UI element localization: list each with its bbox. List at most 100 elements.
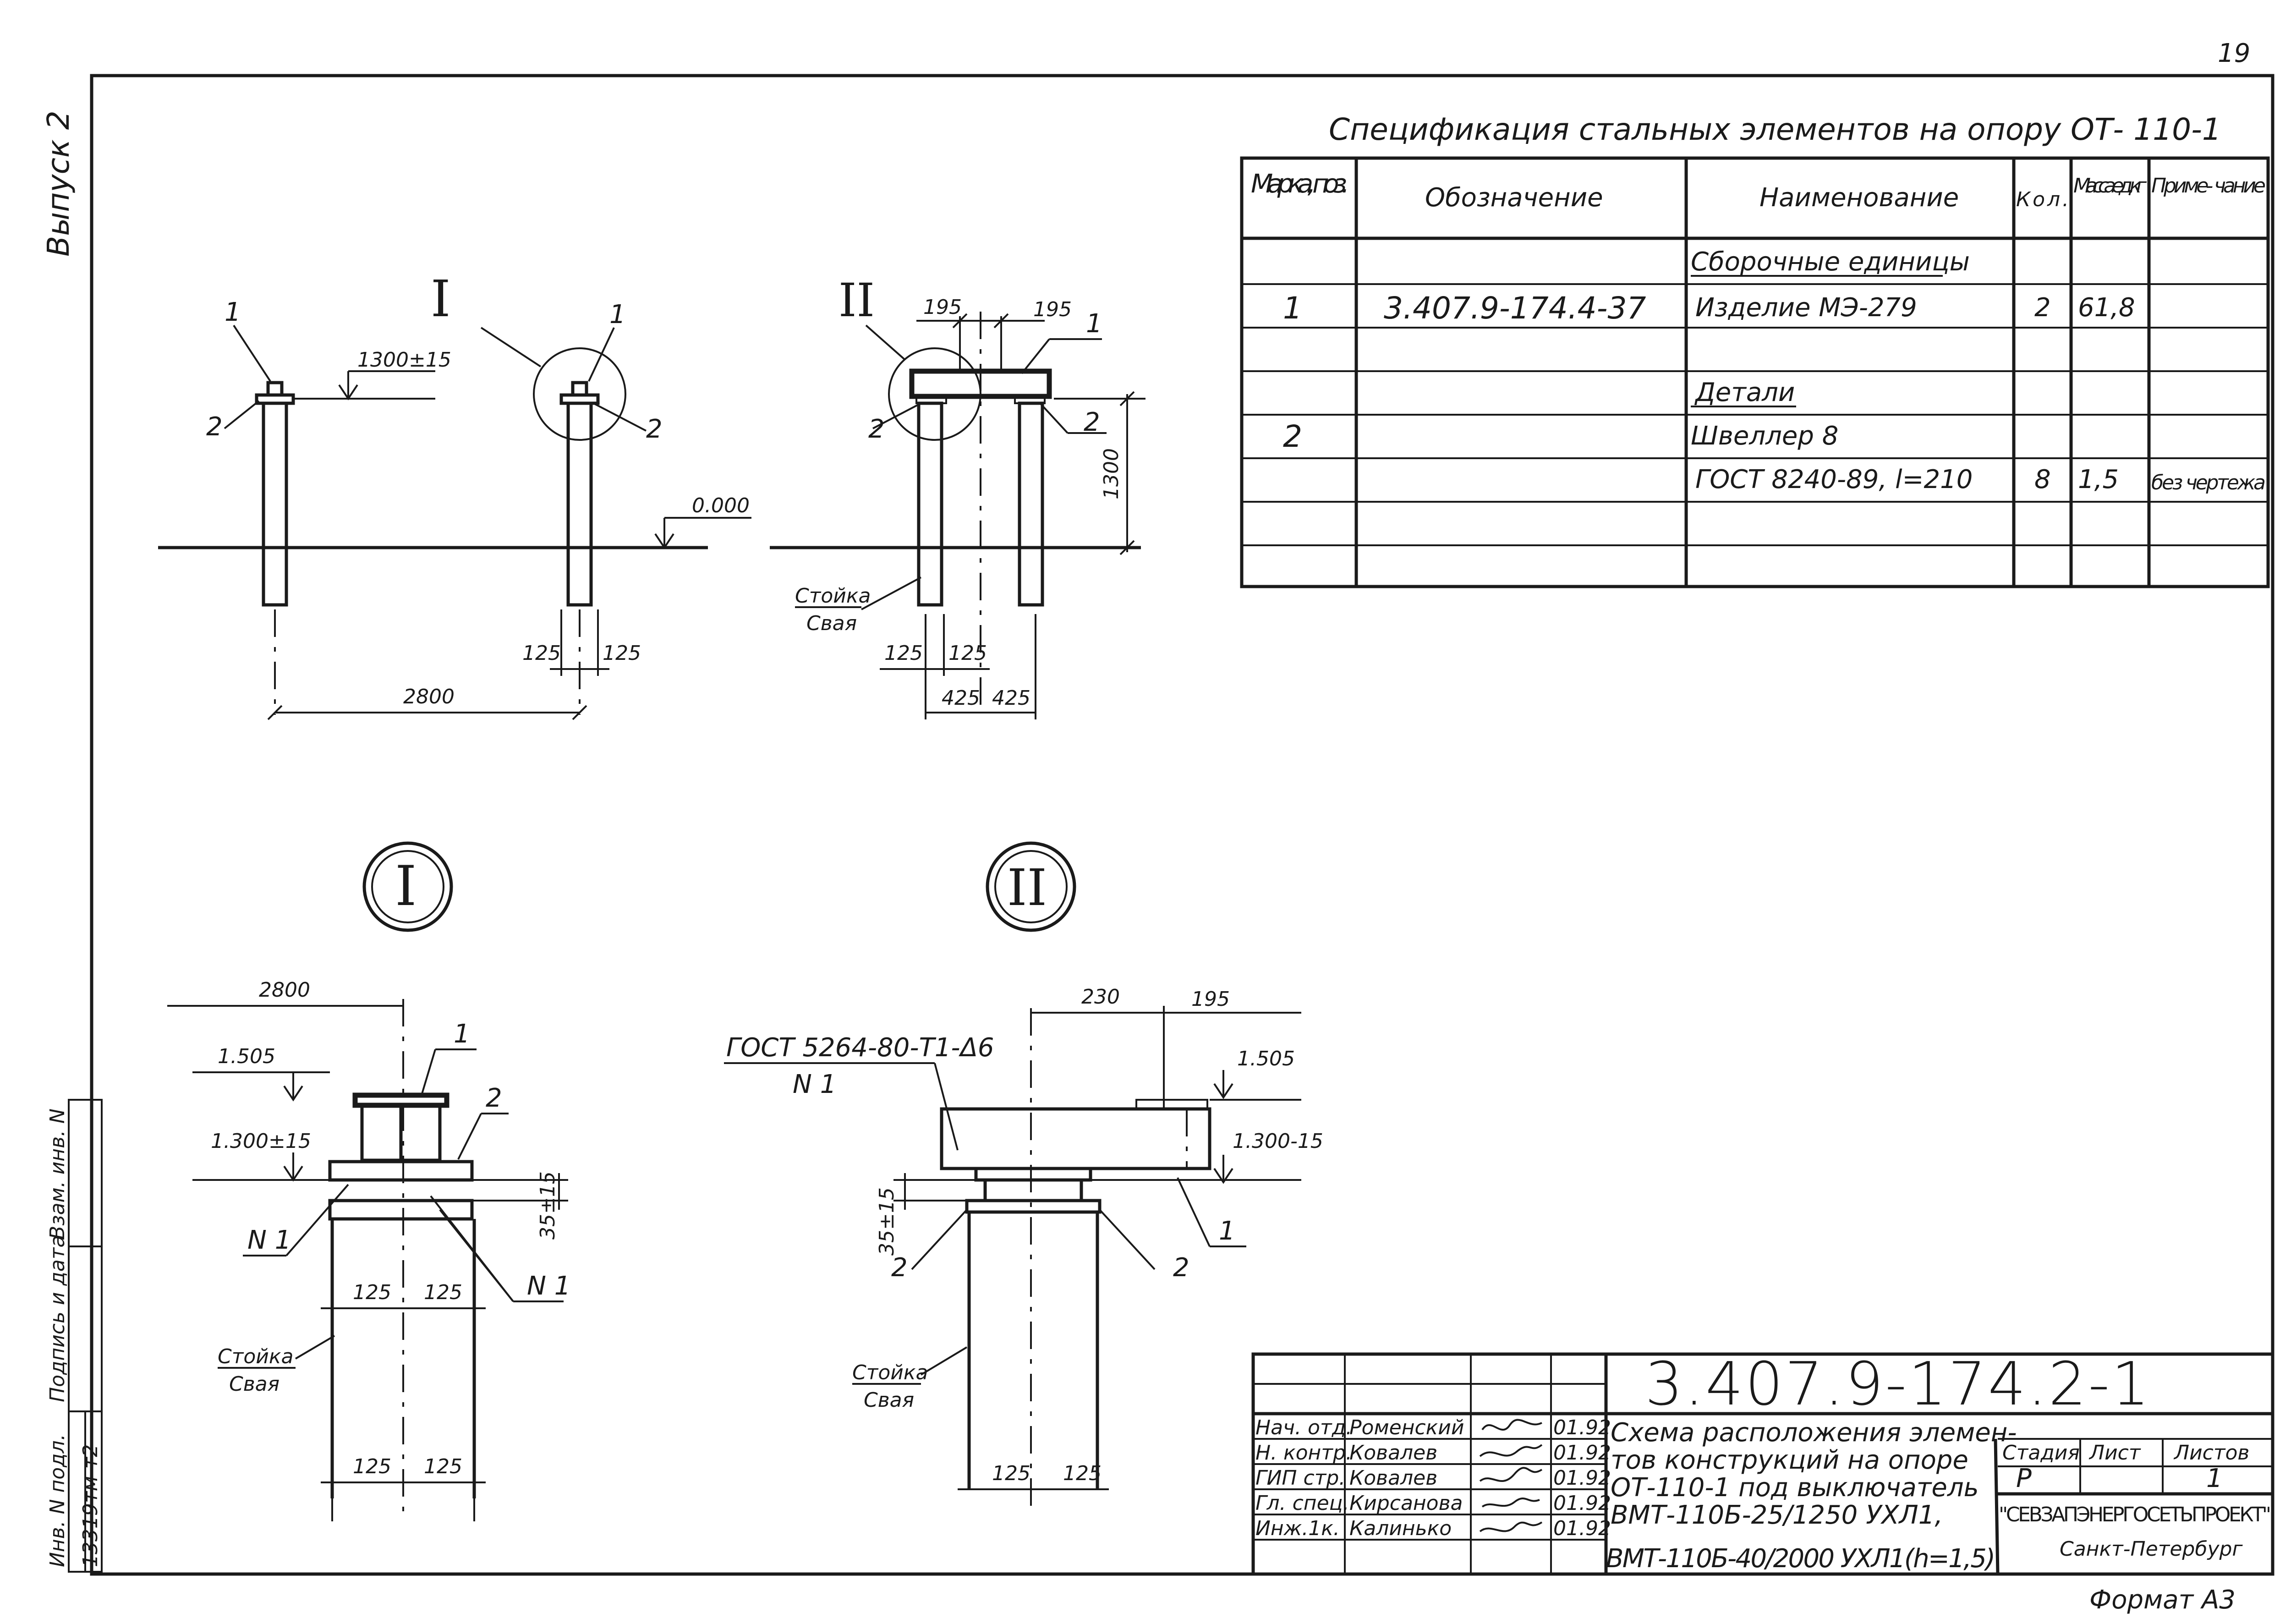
title-block <box>1251 1352 2275 1576</box>
view1-mark1b: 1 <box>609 300 626 329</box>
title-stage: Р <box>2016 1464 2032 1493</box>
signature-date-label: Подпись и дата <box>46 1235 69 1402</box>
spec-row-5-name: ГОСТ 8240-89, l=210 <box>1695 465 1973 494</box>
spec-header-name: Наименование <box>1759 183 1959 213</box>
view2-dim-a: 125 <box>884 642 923 665</box>
detail-II-drawing <box>724 1006 1301 1508</box>
detail-I-mark2: 2 <box>486 1083 502 1113</box>
detail-I-dim-a: 125 <box>353 1281 391 1304</box>
detail-I-label-circle <box>362 841 453 932</box>
view2-dim-b: 125 <box>948 642 987 665</box>
view2-dim-top-b: 195 <box>1033 298 1072 321</box>
title-date-3: 01.92 <box>1553 1492 1611 1515</box>
title-role-2: ГИП стр. <box>1255 1466 1345 1490</box>
view1-mark1: 1 <box>225 297 241 327</box>
title-desc-4: ВМТ-110Б-40/2000 УХЛ1(h=1,5) <box>1606 1544 1995 1574</box>
spec-row-1-mass: 61,8 <box>2078 293 2135 323</box>
view1-callout: I <box>431 269 450 328</box>
spec-header-qty: Кол. <box>2016 188 2069 211</box>
spec-header-note: Приме- чание <box>2151 174 2266 198</box>
spec-title: Спецификация стальных элементов на опору… <box>1329 112 2221 147</box>
view1-zero-level: 0.000 <box>692 494 750 517</box>
spec-row-5-qty: 8 <box>2034 465 2051 494</box>
title-date-1: 01.92 <box>1553 1441 1611 1465</box>
title-sheets-label: Листов <box>2173 1441 2249 1465</box>
view2-dim-d: 425 <box>992 686 1030 710</box>
detail-I-level-top: 1.505 <box>218 1045 275 1068</box>
spec-header-mass: Масса ед.,кг <box>2073 174 2147 198</box>
detail-I-pile-label: Свая <box>229 1372 280 1396</box>
title-stage-label: Стадия <box>2002 1441 2080 1465</box>
view1-level: 1300±15 <box>357 348 451 372</box>
spec-row-1-mark: 1 <box>1283 291 1302 326</box>
detail-II-gap: 35±15 <box>875 1187 899 1256</box>
side-stamp: Взам. инв. N Подпись и дата Инв. N подл.… <box>46 1099 103 1573</box>
view2-drawing <box>770 312 1146 719</box>
title-name-4: Калинько <box>1349 1517 1452 1540</box>
title-city: Санкт-Петербург <box>2060 1537 2243 1561</box>
view2-dim-top-a: 195 <box>923 296 962 319</box>
view2-callout: II <box>839 274 875 327</box>
detail-II-label: II <box>1007 858 1047 917</box>
title-desc-1: тов конструкций на опоре <box>1611 1445 1968 1475</box>
detail-II-weld-std: ГОСТ 5264-80-Т1-Δ6 <box>726 1033 994 1063</box>
detail-I-mark1: 1 <box>454 1019 470 1049</box>
title-sheets: 1 <box>2206 1464 2223 1493</box>
title-role-0: Нач. отд. <box>1255 1416 1352 1439</box>
view1-dim-span: 2800 <box>403 685 455 708</box>
detail-II-level-top: 1.505 <box>1237 1047 1295 1070</box>
detail-II-weld-mark: N 1 <box>793 1070 836 1099</box>
inv-no-value: 13319тм-т2 <box>79 1444 102 1567</box>
title-desc-3: ВМТ-110Б-25/1250 УХЛ1, <box>1611 1500 1943 1530</box>
detail-II-level-mid: 1.300-15 <box>1233 1130 1323 1153</box>
spec-header-designation: Обозначение <box>1425 183 1603 213</box>
spec-row-5-note: без чертежа <box>2151 471 2266 494</box>
title-date-0: 01.92 <box>1553 1416 1611 1439</box>
title-name-1: Ковалев <box>1349 1441 1437 1465</box>
detail-II-mark2b: 2 <box>1173 1253 1189 1283</box>
inv-no-label: Инв. N подл. <box>46 1434 69 1567</box>
detail-I-dim-c: 125 <box>353 1455 391 1478</box>
view2-dim-c: 425 <box>942 686 980 710</box>
title-org: "СЕВЗАПЭНЕРГОСЕТЬПРОЕКТ" <box>1999 1503 2271 1526</box>
view1-mark2b: 2 <box>646 414 663 444</box>
spec-header-mark: Марка, поз. <box>1251 169 1349 199</box>
detail-I-dim-top: 2800 <box>259 978 310 1002</box>
title-desc-0: Схема расположения элемен- <box>1611 1418 2017 1448</box>
detail-I-dim-b: 125 <box>424 1281 462 1304</box>
title-role-1: Н. контр. <box>1255 1441 1352 1465</box>
detail-I-drawing <box>167 999 568 1521</box>
detail-II-pile-label: Свая <box>864 1388 914 1412</box>
detail-I-post-label: Стойка <box>218 1345 293 1368</box>
detail-II-mark1: 1 <box>1219 1216 1235 1246</box>
detail-I-dim-d: 125 <box>424 1455 462 1478</box>
detail-I-label: I <box>395 855 417 918</box>
detail-I-gap: 35±15 <box>536 1171 559 1240</box>
view1-mark2: 2 <box>206 412 223 442</box>
spec-row-1-qty: 2 <box>2034 293 2051 323</box>
view1-dim-b: 125 <box>603 642 641 665</box>
title-role-4: Инж.1к. <box>1255 1517 1340 1540</box>
title-date-4: 01.92 <box>1553 1517 1611 1540</box>
detail-II-post-label: Стойка <box>852 1361 928 1384</box>
spec-row-4-mark: 2 <box>1283 419 1302 454</box>
spec-row-5-mass: 1,5 <box>2078 465 2119 494</box>
page-mark: 19 <box>2218 38 2250 68</box>
format-label: Формат А3 <box>2089 1585 2236 1615</box>
title-desc-2: ОТ-110-1 под выключатель <box>1611 1473 1979 1503</box>
detail-II-label-circle <box>986 841 1076 932</box>
title-name-2: Ковалев <box>1349 1466 1437 1490</box>
spec-row-4-name: Швеллер 8 <box>1691 421 1838 451</box>
view2-mark1: 1 <box>1086 309 1102 339</box>
title-role-3: Гл. спец. <box>1255 1492 1349 1515</box>
view2-pile-label: Свая <box>806 612 857 635</box>
title-name-0: Роменский <box>1349 1416 1464 1439</box>
view1-dim-a: 125 <box>522 642 561 665</box>
view2-mark2a: 2 <box>868 414 885 444</box>
spec-table <box>1240 156 2270 588</box>
title-sheet-label: Лист <box>2088 1441 2141 1465</box>
spec-row-1-designation: 3.407.9-174.4-37 <box>1384 291 1646 326</box>
sheet-frame <box>90 74 2275 1576</box>
view1-drawing <box>158 324 751 720</box>
